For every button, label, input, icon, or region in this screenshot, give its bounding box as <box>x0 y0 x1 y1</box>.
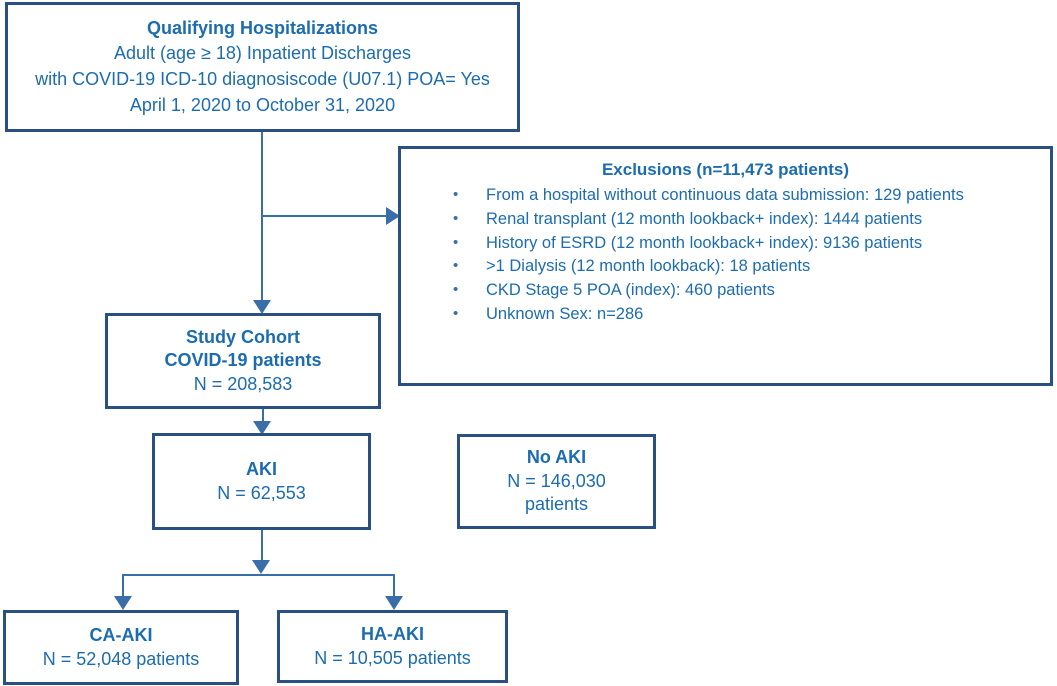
ca-aki-line-2: N = 52,048 patients <box>42 648 200 669</box>
connector-split-bar <box>122 574 395 576</box>
arrow-to-ca-aki-icon <box>114 596 132 610</box>
bullet-icon: • <box>453 304 459 322</box>
exclusion-item-text: Unknown Sex: n=286 <box>486 304 644 323</box>
box-qualifying-hospitalizations: Qualifying Hospitalizations Adult (age ≥… <box>5 2 520 132</box>
bullet-icon: • <box>453 186 459 203</box>
exclusions-list: • From a hospital without continuous dat… <box>401 184 1050 327</box>
connector-exclusions-branch <box>261 215 391 217</box>
ha-aki-line-2: N = 10,505 patients <box>314 647 471 668</box>
exclusion-item-text: Renal transplant (12 month lookback+ ind… <box>486 209 923 228</box>
bullet-icon: • <box>453 257 459 275</box>
cohort-line-2: COVID-19 patients <box>164 350 322 371</box>
no-aki-line-2: N = 146,030 <box>507 470 606 491</box>
exclusion-item-text: >1 Dialysis (12 month lookback): 18 pati… <box>486 257 811 276</box>
qualifying-line-1: Qualifying Hospitalizations <box>146 17 379 38</box>
arrow-to-ha-aki-icon <box>385 596 403 610</box>
aki-line-1: AKI <box>246 459 277 480</box>
exclusion-item-text: From a hospital without continuous data … <box>486 186 964 204</box>
no-aki-line-1: No AKI <box>526 447 587 468</box>
connector-cohort-to-aki <box>262 409 264 425</box>
list-item: • History of ESRD (12 month lookback+ in… <box>401 232 1036 256</box>
bullet-icon: • <box>453 209 459 227</box>
box-no-aki: No AKI N = 146,030 patients <box>457 434 656 529</box>
ca-aki-line-1: CA-AKI <box>89 625 153 646</box>
list-item: • >1 Dialysis (12 month lookback): 18 pa… <box>401 255 1036 279</box>
box-study-cohort: Study Cohort COVID-19 patients N = 208,5… <box>105 313 381 409</box>
list-item: • Unknown Sex: n=286 <box>401 303 1036 327</box>
qualifying-line-3: with COVID-19 ICD-10 diagnosiscode (U07.… <box>35 69 490 89</box>
exclusion-item-text: CKD Stage 5 POA (index): 460 patients <box>486 281 775 299</box>
box-exclusions: Exclusions (n=11,473 patients) • From a … <box>398 146 1053 386</box>
connector-to-ca-aki <box>122 574 124 598</box>
arrow-to-aki-icon <box>253 421 271 435</box>
list-item: • CKD Stage 5 POA (index): 460 patients <box>401 279 1036 303</box>
bullet-icon: • <box>453 233 459 251</box>
exclusions-title: Exclusions (n=11,473 patients) <box>601 160 850 179</box>
qualifying-line-4: April 1, 2020 to October 31, 2020 <box>129 94 396 115</box>
aki-line-2: N = 62,553 <box>217 482 306 503</box>
list-item: • From a hospital without continuous dat… <box>401 184 1036 208</box>
connector-aki-stem <box>261 530 263 562</box>
connector-to-ha-aki <box>393 574 395 598</box>
list-item: • Renal transplant (12 month lookback+ i… <box>401 208 1036 232</box>
arrow-aki-split-icon <box>252 560 270 574</box>
arrow-to-cohort-icon <box>253 300 271 314</box>
box-ha-aki: HA-AKI N = 10,505 patients <box>277 610 508 683</box>
exclusion-item-text: History of ESRD (12 month lookback+ inde… <box>486 233 923 252</box>
connector-qualifying-trunk <box>261 132 263 310</box>
ha-aki-line-1: HA-AKI <box>361 624 424 645</box>
arrow-to-exclusions-icon <box>386 207 400 225</box>
box-ca-aki: CA-AKI N = 52,048 patients <box>3 610 239 685</box>
box-aki: AKI N = 62,553 <box>152 433 371 530</box>
qualifying-line-2: Adult (age ≥ 18) Inpatient Discharges <box>113 43 412 64</box>
bullet-icon: • <box>453 281 459 298</box>
cohort-line-1: Study Cohort <box>186 326 300 347</box>
cohort-line-3: N = 208,583 <box>193 373 293 394</box>
no-aki-line-3: patients <box>524 494 589 515</box>
